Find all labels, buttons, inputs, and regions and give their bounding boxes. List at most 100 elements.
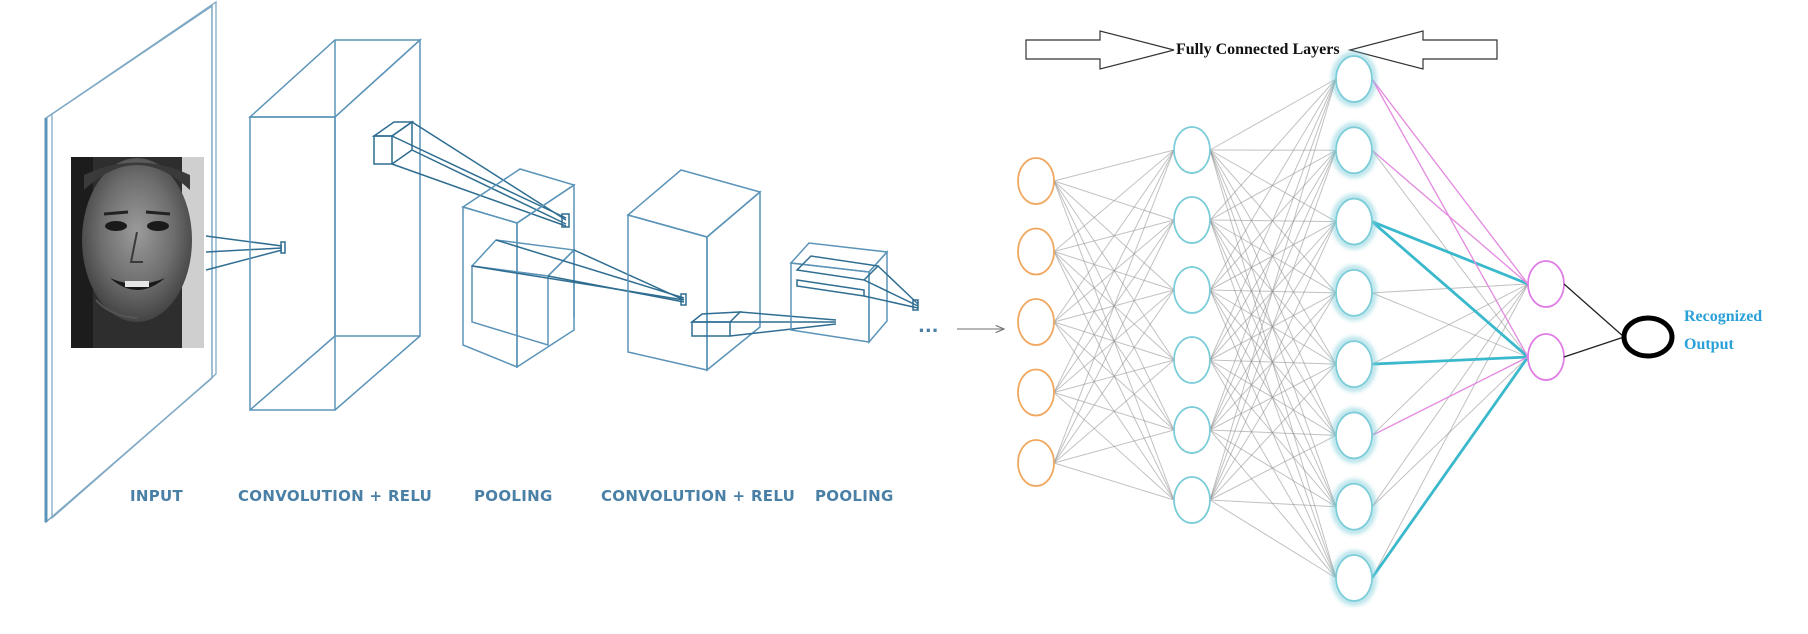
output-node	[1621, 315, 1675, 359]
output-link	[1563, 336, 1625, 358]
hidden-layer-1-node	[1173, 406, 1211, 454]
left-hollow-arrow	[1025, 30, 1175, 70]
hidden-layer-1-node	[1173, 476, 1211, 524]
fc-edge	[1053, 289, 1175, 464]
fc-edge	[1371, 283, 1529, 365]
input-to-conv1-projection	[205, 235, 286, 271]
fc-edge	[1209, 219, 1337, 436]
input-layer-node	[1017, 298, 1055, 346]
hidden-layer-1-node	[1173, 196, 1211, 244]
hidden-layer-2-node	[1335, 340, 1373, 389]
fc-edge	[1371, 292, 1529, 358]
fc-edge	[1209, 289, 1337, 365]
output-label-line1: Recognized	[1684, 308, 1762, 325]
fc-edge	[1209, 363, 1337, 501]
output-link	[1563, 283, 1625, 338]
fc-edge	[1209, 78, 1337, 361]
fc-edge	[1209, 434, 1337, 501]
fc-nodes	[1017, 51, 1565, 606]
fc-edge	[1209, 219, 1337, 294]
fc-edge	[1209, 219, 1337, 365]
input-layer-node	[1017, 227, 1055, 276]
hidden-layer-2-node	[1335, 411, 1373, 460]
fc-output-layer-node	[1527, 333, 1565, 381]
node-glow	[1331, 407, 1377, 463]
node-glow	[1331, 265, 1377, 321]
fc-edge	[1371, 283, 1529, 508]
conv1-receptive-slab	[371, 120, 570, 228]
node-glow	[1331, 194, 1377, 250]
fc-edge	[1209, 292, 1337, 501]
fc-edge-highlight-pink	[1371, 356, 1529, 437]
fc-edge	[1209, 289, 1337, 436]
fc-edge	[1209, 78, 1337, 221]
fc-edge	[1209, 499, 1337, 508]
conv1-block	[248, 38, 422, 411]
fc-output-layer-node	[1527, 260, 1565, 308]
conv2-block	[626, 169, 762, 372]
fc-edge	[1209, 149, 1337, 365]
pool1-block	[461, 168, 576, 369]
node-glow	[1331, 336, 1377, 392]
fc-edge	[1053, 149, 1175, 393]
node-glow	[1331, 479, 1377, 535]
fc-edge-highlight-pink	[1371, 149, 1529, 285]
output-label-line2: Output	[1684, 336, 1734, 353]
hidden-layer-1-node	[1173, 266, 1211, 314]
fc-title: Fully Connected Layers	[1176, 41, 1340, 58]
stage-label-conv2: CONVOLUTION + RELU	[601, 487, 795, 505]
stage-label-pool2: POOLING	[815, 487, 894, 505]
fc-edge	[1371, 283, 1529, 579]
fc-edge-highlight-pink	[1371, 78, 1529, 358]
fc-edge-highlight	[1371, 355, 1529, 366]
fc-edge	[1209, 78, 1337, 431]
input-layer-node	[1017, 157, 1055, 205]
fc-header: Fully Connected Layers	[1025, 30, 1498, 70]
hidden-layer-2-node	[1335, 554, 1373, 602]
hidden-layer-2-node	[1335, 482, 1373, 531]
fc-edge	[1053, 149, 1175, 323]
stage-label-input: INPUT	[130, 487, 184, 505]
face-photo	[71, 157, 204, 348]
hidden-layer-2-node	[1335, 197, 1373, 246]
fc-edge	[1053, 462, 1175, 501]
input-layer-node	[1017, 368, 1055, 417]
fc-edge	[1209, 289, 1337, 507]
fc-edges	[1053, 78, 1530, 579]
fc-edge-highlight	[1371, 220, 1529, 286]
fc-edge-highlight	[1371, 220, 1529, 359]
stage-label-pool1: POOLING	[474, 487, 553, 505]
fc-edge	[1053, 149, 1175, 182]
fc-edge	[1209, 78, 1337, 291]
right-hollow-arrow	[1347, 30, 1498, 70]
hidden-layer-2-node	[1335, 268, 1373, 317]
stage-label-conv1: CONVOLUTION + RELU	[238, 487, 432, 505]
fc-edge	[1209, 78, 1337, 151]
hidden-layer-1-node	[1173, 126, 1211, 174]
fc-edge	[1209, 499, 1337, 579]
node-glow	[1331, 51, 1377, 107]
input-layer-node	[1017, 439, 1055, 487]
conv2-receptive-slab	[689, 311, 837, 337]
fc-edge	[1209, 150, 1337, 501]
hidden-layer-1-node	[1173, 336, 1211, 384]
node-glow	[1331, 122, 1377, 178]
fc-edge	[1053, 219, 1175, 464]
fc-edge	[1053, 429, 1175, 464]
fc-edge	[1209, 359, 1337, 436]
node-glow	[1331, 550, 1377, 606]
hidden-layer-2-node	[1335, 126, 1373, 175]
fc-edge	[1209, 78, 1337, 501]
output-node-group	[1563, 283, 1675, 359]
fc-edge-highlight-pink	[1371, 78, 1529, 285]
pool2-block	[789, 242, 919, 345]
fc-edge	[1209, 359, 1337, 508]
fc-edge	[1053, 359, 1175, 464]
hidden-layer-2-node	[1335, 55, 1373, 103]
pool1-to-conv2-projection	[471, 239, 687, 306]
ellipsis-text: ...	[918, 316, 939, 337]
fc-edge	[1209, 359, 1337, 579]
fc-edge-highlight	[1370, 356, 1530, 579]
fc-edge	[1209, 221, 1337, 501]
